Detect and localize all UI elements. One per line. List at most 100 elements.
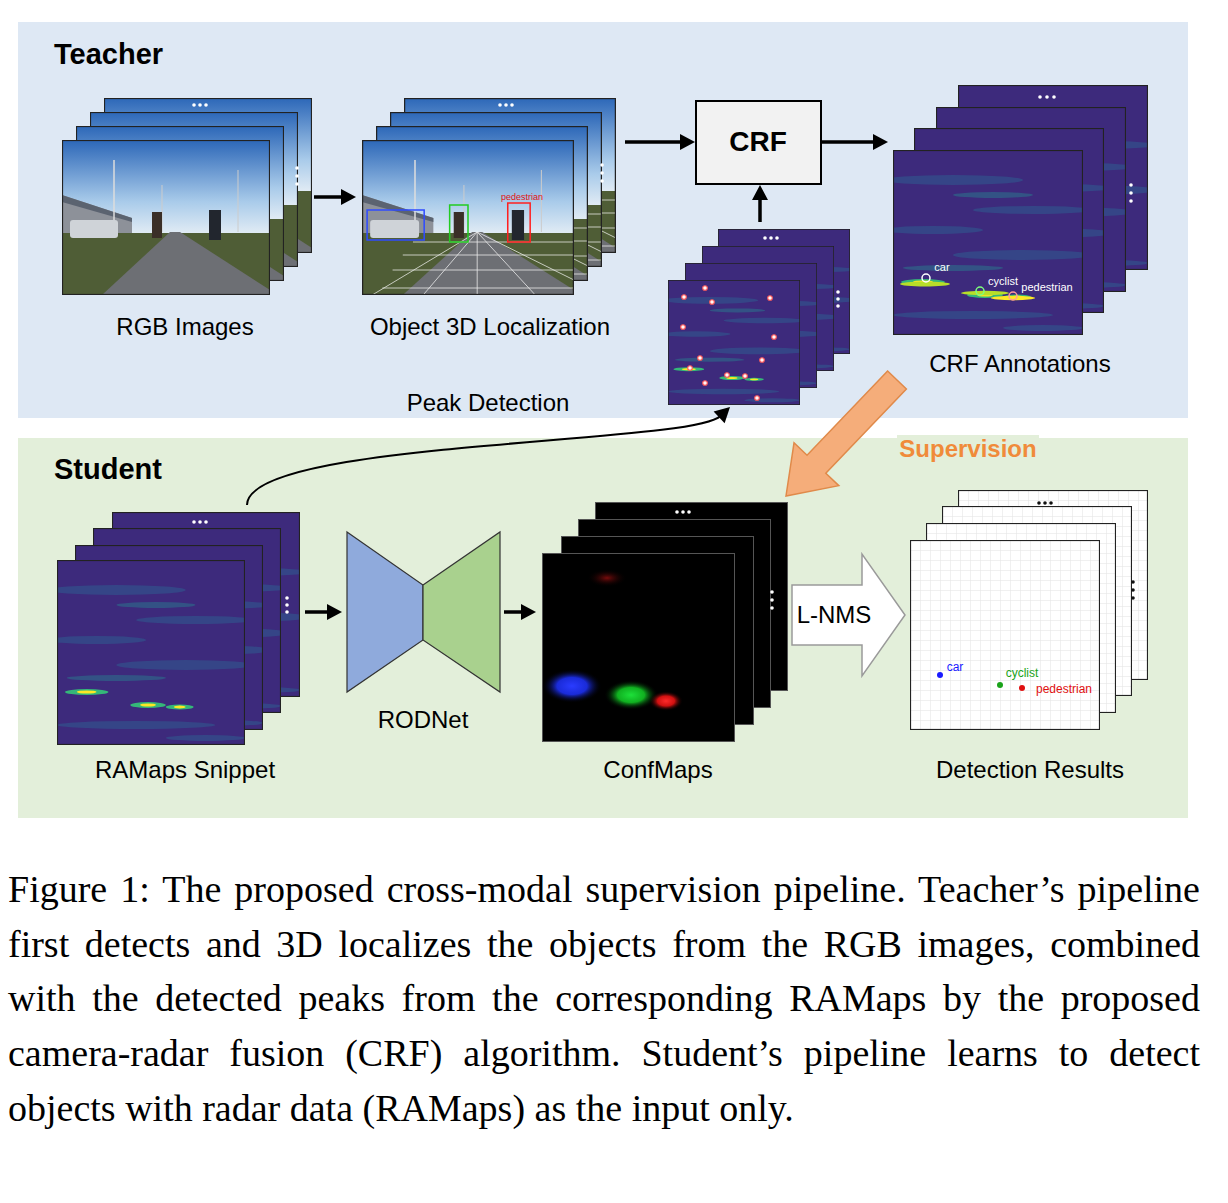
image-stack: Detection Results car cyclist pedestrian: [905, 485, 1152, 790]
block-arrow: [792, 554, 905, 676]
illustration-part: [768, 296, 773, 301]
illustration-part: [285, 610, 289, 614]
connector: [314, 189, 356, 205]
object-label: cyclist: [1006, 667, 1039, 681]
illustration-part: [498, 103, 604, 183]
illustration-part: [836, 304, 840, 308]
image-stack: RAMaps Snippet: [50, 505, 305, 790]
connector: [625, 134, 695, 150]
illustration-part: [62, 140, 270, 295]
illustration-part: [1049, 501, 1053, 505]
object-label: car: [934, 261, 949, 274]
arrow-head: [873, 134, 888, 150]
panel-heading: Student: [54, 453, 162, 486]
illustration-part: [770, 606, 774, 610]
stack-label: ConfMaps: [603, 756, 712, 784]
illustration-part: [62, 98, 312, 295]
connector-line: [504, 610, 523, 614]
box-label: CRF: [729, 126, 787, 158]
stack-label: Detection Results: [936, 756, 1124, 784]
connector: [752, 185, 768, 222]
object-label: pedestrian: [1021, 281, 1072, 294]
connector-line: [247, 416, 721, 505]
illustration-part: [542, 553, 735, 742]
illustration-part: [883, 150, 1093, 335]
illustration-part: [192, 103, 299, 186]
illustration-part: [698, 356, 703, 361]
image-stack: Peak Detection: [660, 222, 855, 407]
illustration-part: [910, 490, 1148, 730]
illustration-part: [703, 286, 708, 291]
illustration-part: [204, 103, 208, 107]
illustration-part: [192, 103, 196, 107]
illustration-part: [347, 532, 423, 692]
illustration-part: [542, 669, 602, 703]
illustration-part: [1129, 183, 1133, 187]
illustration-part: [772, 335, 777, 340]
illustration-part: [204, 520, 208, 524]
connector-line: [822, 140, 875, 144]
illustration-part: [600, 163, 604, 167]
illustration-part: [362, 140, 574, 295]
illustration-part: [770, 598, 774, 602]
illustration-part: [1043, 501, 1047, 505]
illustration-part: [763, 236, 840, 308]
process-box: CRF: [695, 100, 822, 185]
connector: [504, 604, 536, 620]
illustration-part: [587, 569, 627, 587]
illustration-part: [681, 286, 777, 401]
stack-label: RAMaps Snippet: [95, 756, 275, 784]
illustration-part: [836, 297, 840, 301]
illustration-part: [1037, 501, 1135, 600]
illustration-part: [687, 510, 691, 514]
illustration-part: [976, 287, 984, 295]
illustration-part: [1131, 580, 1135, 584]
illustration-part: [198, 103, 202, 107]
illustration-part: [1019, 685, 1025, 691]
illustration-part: [743, 374, 748, 379]
illustration-part: [542, 502, 788, 742]
illustration-part: [1038, 95, 1042, 99]
connector: [305, 604, 342, 620]
illustration-part: [710, 300, 715, 305]
illustration-part: [285, 596, 289, 600]
illustration-part: [1129, 191, 1133, 195]
object-label: pedestrian: [1036, 683, 1092, 697]
connector: [786, 371, 906, 496]
panel-band: RGB Images Object 3D Localization pedestri…: [18, 22, 1188, 418]
illustration-part: [285, 603, 289, 607]
illustration-part: [192, 520, 289, 614]
illustration-part: [725, 373, 730, 378]
illustration-part: [1037, 501, 1041, 505]
illustration-part: [362, 98, 616, 295]
illustration-part: [661, 280, 807, 405]
illustration-part: [1131, 596, 1135, 600]
illustration-part: [600, 179, 604, 183]
connector-line: [314, 195, 343, 199]
connector-line: [758, 198, 762, 222]
illustration-part: [688, 366, 693, 371]
illustration-part: [682, 295, 687, 300]
illustration-part: [961, 291, 1009, 295]
arrow-head: [680, 134, 695, 150]
connector: [792, 554, 905, 676]
stack-label: RGB Images: [116, 313, 253, 341]
illustration-part: [604, 680, 658, 710]
image-stack: ConfMaps: [536, 496, 792, 790]
object-label: cyclist: [988, 275, 1018, 288]
object-label: car: [947, 661, 964, 675]
illustration-part: [675, 510, 774, 610]
illustration-part: [910, 540, 1100, 730]
illustration-part: [47, 560, 255, 745]
connector-line: [625, 140, 682, 144]
figure-caption: Figure 1: The proposed cross-modal super…: [8, 862, 1200, 1136]
illustration-part: [1038, 95, 1133, 203]
stack-label: Object 3D Localization: [370, 313, 610, 341]
illustration-part: [600, 171, 604, 175]
illustration-part: [295, 166, 299, 170]
image-stack: CRF Annotationscarcyclistpedestrian: [888, 80, 1152, 380]
stack-label: Peak Detection: [407, 389, 570, 417]
illustration-part: [760, 358, 765, 363]
illustration-part: [763, 236, 767, 240]
